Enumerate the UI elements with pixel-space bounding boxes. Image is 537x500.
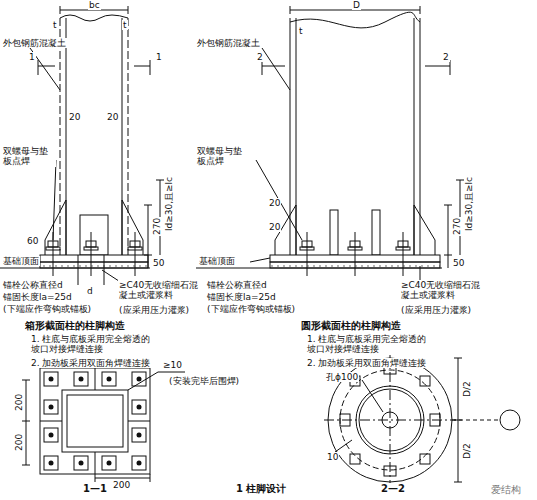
dimension-text: 270 [152,217,162,236]
annotation-label: 外包钢筋混凝土 [196,38,261,48]
round-section-plan [324,354,520,486]
annotation-label: 2. 加劲板采用双面角焊缝连接 [30,358,151,368]
annotation-label: 锚固长度la=25d [206,292,277,302]
annotation-label: (应采用压力灌浆) [400,305,472,315]
dimension-text: D/2 [462,380,472,398]
annotation-label: 双螺母与垫板点焊 [196,146,250,167]
annotation-label: 2 [442,52,450,62]
annotation-label: t [298,26,304,36]
annotation-label: (下端应作弯钩或锚板) [2,304,92,314]
annotation-label: 1—1 [82,483,108,495]
box-section-plan [22,368,185,482]
annotation-label: 200 [112,480,131,490]
annotation-label: 50 [152,258,165,268]
annotation-label: 基础顶面 [198,256,236,266]
annotation-label: t [52,20,58,30]
annotation-label: (应采用压力灌浆) [118,305,190,315]
annotation-label: 双螺母与垫板点焊 [2,146,56,167]
annotation-label: (下端应作弯钩或锚板) [206,304,296,314]
annotation-label: 锚固长度la=25d [2,292,73,302]
annotation-label: ≥10 [162,360,183,370]
annotation-label: D [352,0,361,10]
annotation-label: 箱形截面柱的柱脚构造 [24,320,126,332]
annotation-label: ≥C40无收缩细石混凝土或灌浆料 [118,280,204,301]
annotation-label: 基础顶面 [2,256,40,266]
dimension-text: ld≥30,且≥lc [464,176,474,232]
annotation-label: 2—2 [380,483,406,495]
annotation-label: 1. 柱底与底板采用完全熔透的坡口对接焊缝连接 [30,334,154,355]
annotation-label: 1 [28,52,36,62]
dimension-text: 200 [14,433,24,452]
dimension-text: 270 [452,217,462,236]
annotation-label: 锚栓公称直径d [2,280,64,290]
annotation-label: 20 [268,198,281,208]
annotation-label: 1 [155,52,163,62]
annotation-label: 50 [452,258,465,268]
annotation-label: 锚栓公称直径d [206,280,268,290]
annotation-label: 20 [268,222,281,232]
annotation-label: 60 [26,236,39,246]
annotation-label: ≥C40无收缩细石混凝土或灌浆料 [400,280,486,301]
annotation-label: (安装完毕后围焊) [168,376,240,386]
annotation-label: 20 [106,112,119,122]
annotation-label: 孔ϕ100 [325,372,359,382]
figure-caption: 1 柱脚设计 [235,483,287,495]
annotation-label: d [86,286,94,296]
annotation-label: 外包钢筋混凝土 [2,38,67,48]
annotation-label: 1. 柱底与底板采用完全熔透的坡口对接焊缝连接 [306,334,430,355]
annotation-label: 2. 加劲板采用双面角焊缝连接 [306,358,427,368]
dimension-text: 200 [14,393,24,412]
annotation-label: 圆形截面柱的柱脚构造 [300,320,402,332]
round-column-elevation [196,6,464,280]
box-column-elevation [0,6,164,285]
annotation-label: 爱结构 [490,484,522,496]
dimension-text: ld≥30,且≥lc [164,176,174,232]
annotation-label: 2 [256,52,264,62]
annotation-label: bc [88,0,101,10]
annotation-label: 10 [326,452,339,462]
annotation-label: t [122,20,128,30]
annotation-label: 20 [68,112,81,122]
dimension-text: D/2 [462,442,472,460]
